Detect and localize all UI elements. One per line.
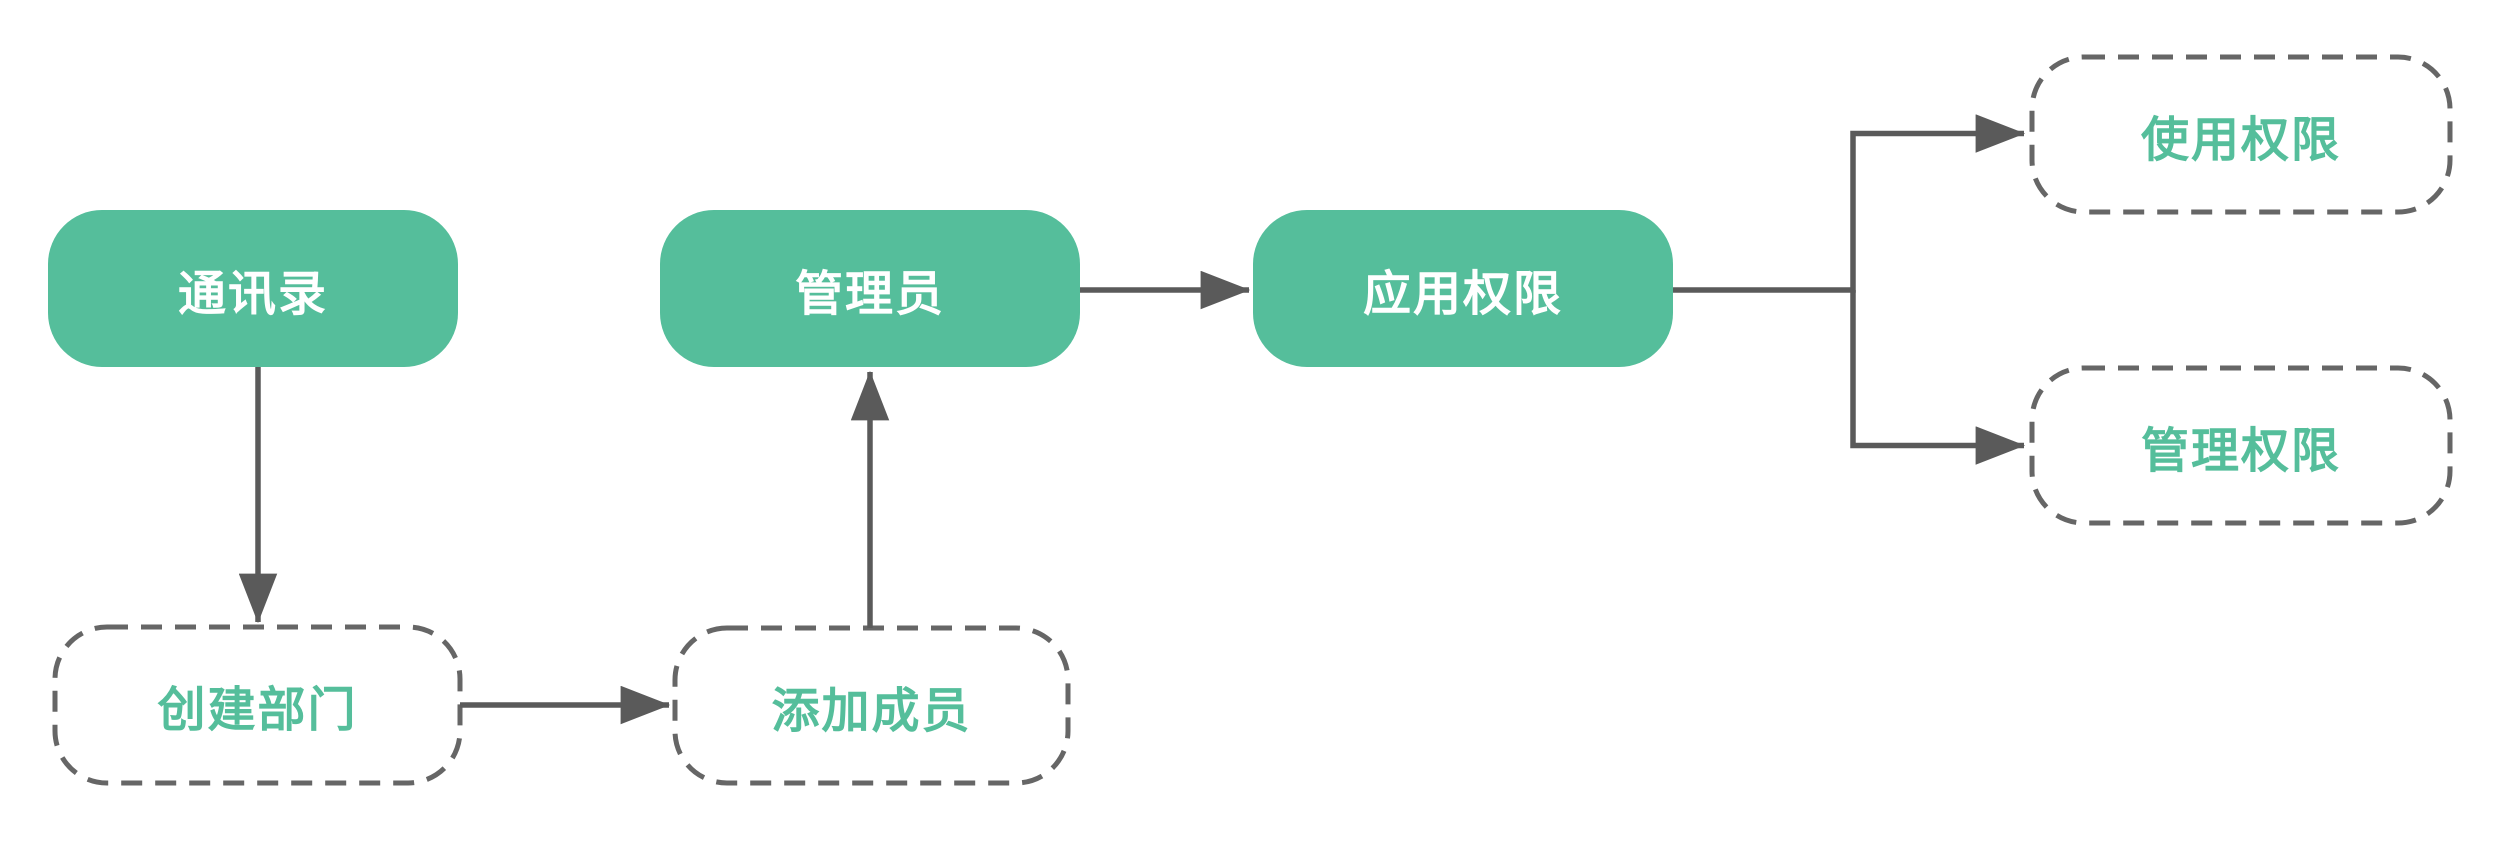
node-create-department: 创建部门 xyxy=(55,627,460,783)
node-management-permissions: 管理权限 xyxy=(2032,368,2450,523)
node-contacts: 通讯录 xyxy=(48,210,458,367)
node-usage-permissions: 使用权限 xyxy=(2032,57,2450,212)
node-management-permissions-label: 管理权限 xyxy=(2140,424,2341,478)
node-app-permissions-label: 应用权限 xyxy=(1362,267,1563,321)
node-usage-permissions-label: 使用权限 xyxy=(2140,113,2341,167)
node-add-members: 添加成员 xyxy=(675,628,1068,783)
node-admin-label: 管理员 xyxy=(794,267,945,321)
edge-app-permissions-to-management-permissions xyxy=(1850,290,2026,465)
node-app-permissions: 应用权限 xyxy=(1253,210,1673,367)
node-add-members-label: 添加成员 xyxy=(771,684,972,738)
node-outline-management-permissions xyxy=(2029,365,2453,526)
edge-app-permissions-to-usage-permissions xyxy=(1673,114,2026,293)
node-create-department-label: 创建部门 xyxy=(157,684,358,737)
node-admin: 管理员 xyxy=(660,210,1080,367)
node-contacts-label: 通讯录 xyxy=(177,267,328,321)
node-outline-usage-permissions xyxy=(2029,54,2453,215)
